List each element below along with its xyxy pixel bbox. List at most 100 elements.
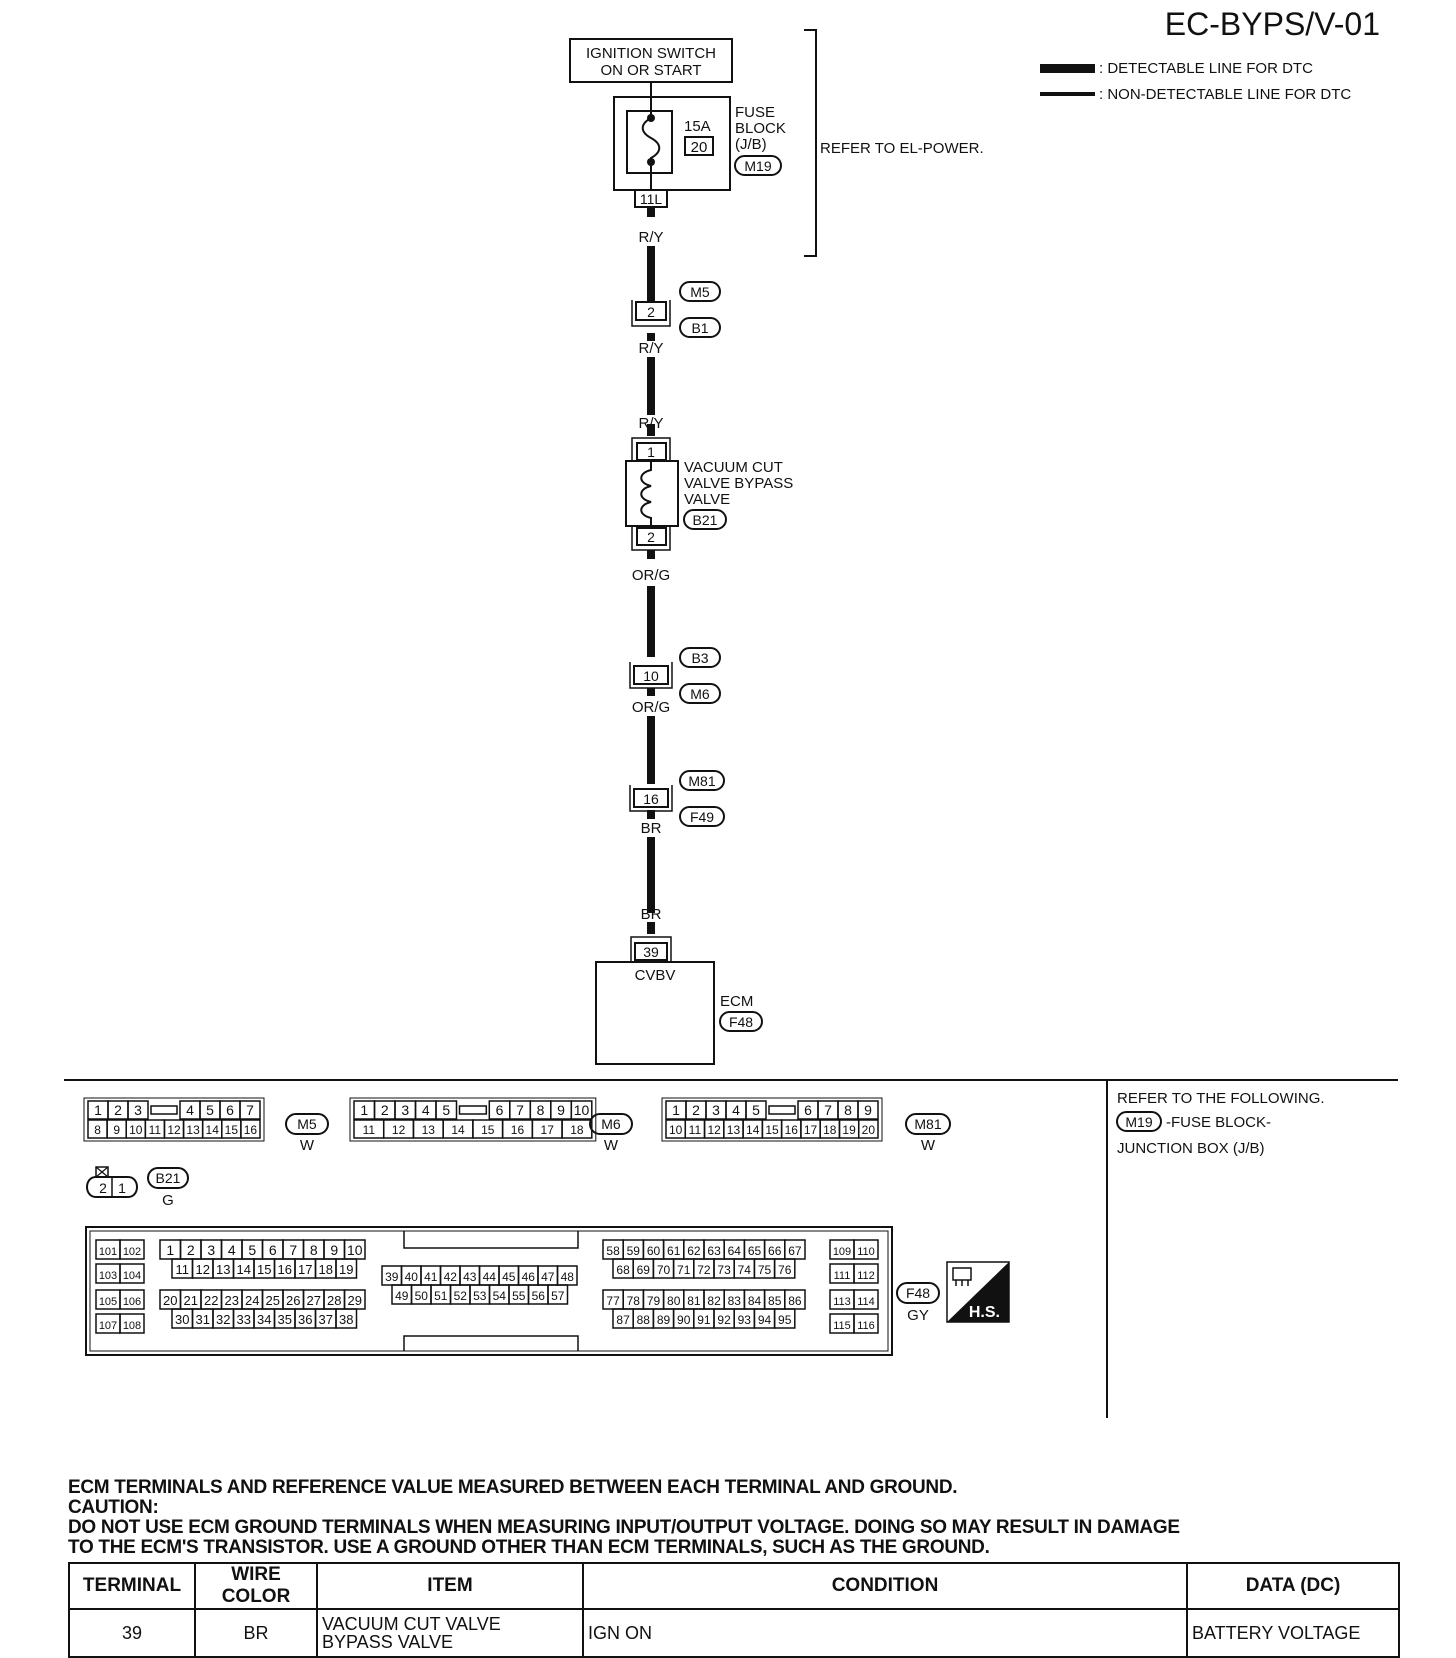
ecm-signal: CVBV (635, 967, 676, 984)
m5-frame (83, 1097, 265, 1142)
f48-b-pin-label: 50 (415, 1289, 429, 1303)
m5-pin-label: 1 (94, 1102, 102, 1118)
m81-pin-label: 7 (824, 1102, 832, 1118)
f48-c-pin-label: 81 (687, 1294, 701, 1308)
f48-c-pin-label: 79 (647, 1294, 661, 1308)
m81-key (768, 1105, 796, 1115)
f48-a-pin-cell (335, 1308, 358, 1329)
m81-pin-label: 6 (804, 1102, 812, 1118)
f48-a-pin-label: 30 (175, 1312, 189, 1327)
f48-b-pin-cell (547, 1284, 569, 1305)
refer-following-title: REFER TO THE FOLLOWING. (1117, 1090, 1325, 1107)
f48-a-pin-label: 16 (278, 1262, 292, 1277)
conn-m6-badge (679, 683, 721, 704)
f48-b-pin-label: 42 (444, 1270, 458, 1284)
conn-b1-badge (679, 317, 721, 338)
m81-pin-label: 13 (727, 1123, 741, 1137)
wire-org-1 (647, 550, 655, 559)
valve-terminal-out-box (636, 527, 667, 546)
f48-a-pin-label: 21 (184, 1293, 198, 1308)
f48-a-pin-label: 34 (257, 1312, 271, 1327)
face-f48-color: GY (907, 1307, 929, 1324)
m5-pin-label: 6 (226, 1102, 234, 1118)
f48-a-pin-label: 9 (330, 1242, 338, 1258)
wire-ry-1 (647, 207, 655, 217)
m5-pin-label: 13 (186, 1123, 200, 1137)
f48-a-pin-label: 12 (196, 1262, 210, 1277)
diagram-code: EC-BYPS/V-01 (1165, 6, 1380, 42)
valve-terminal-out: 2 (647, 529, 655, 545)
f48-c-pin-label: 59 (627, 1244, 641, 1258)
cell-terminal: 39 (68, 1608, 196, 1658)
hs-triangle (947, 1262, 1009, 1322)
f48-c-pin-label: 76 (778, 1263, 792, 1277)
fuse-block-label-1: FUSE (735, 104, 775, 121)
m6-pin-label: 4 (422, 1102, 430, 1118)
ecm-terminal-box (634, 942, 668, 961)
ecm-notes: ECM TERMINALS AND REFERENCE VALUE MEASUR… (68, 1478, 1388, 1558)
joint-m5-b1-shell (631, 300, 671, 327)
m6-pin-label: 7 (516, 1102, 524, 1118)
cell-condition: IGN ON (582, 1608, 1188, 1658)
m5-pin-label: 12 (167, 1123, 181, 1137)
legend-detectable-label: : DETECTABLE LINE FOR DTC (1099, 60, 1313, 77)
m81-pin-label: 5 (752, 1102, 760, 1118)
hs-label: H.S. (969, 1304, 1000, 1321)
refer-m19: M19 (1125, 1114, 1152, 1130)
m5-pin-label: 10 (129, 1123, 143, 1137)
f48-c-pin-label: 95 (778, 1313, 792, 1327)
f48-a-pin-label: 3 (207, 1242, 215, 1258)
wire-color-2: R/Y (638, 340, 663, 357)
f48-right-pin-label: 114 (857, 1296, 875, 1308)
f48-a-pin-label: 8 (310, 1242, 318, 1258)
f48-c-pin-label: 77 (606, 1294, 620, 1308)
wire-org-4 (647, 716, 655, 784)
joint-b3-m6-shell (629, 662, 673, 689)
joint-m81-f49-box (633, 788, 669, 808)
face-b21-badge (147, 1167, 189, 1189)
table-header-row: TERMINAL WIRE COLOR ITEM CONDITION DATA … (68, 1562, 1400, 1610)
f48-a-pin-label: 18 (319, 1262, 333, 1277)
m81-pin-label: 18 (823, 1123, 837, 1137)
conn-b3-badge (679, 647, 721, 668)
m6-pin-label: 16 (511, 1123, 525, 1137)
m81-pin-label: 2 (692, 1102, 700, 1118)
joint-m81-f49-shell (629, 785, 673, 812)
m81-pin-label: 1 (672, 1102, 680, 1118)
m6-pin-label: 8 (537, 1102, 545, 1118)
f48-b-pin-label: 48 (561, 1270, 575, 1284)
fuse-dot-top (647, 114, 655, 122)
f48-a-pin-label: 35 (278, 1312, 292, 1327)
ignition-switch-state: ON OR START (600, 62, 701, 79)
f48-a-pin-label: 25 (266, 1293, 280, 1308)
conn-f49: F49 (690, 809, 714, 825)
fuse-block-box (613, 96, 731, 191)
legend: : DETECTABLE LINE FOR DTC : NON-DETECTAB… (1040, 60, 1351, 103)
f48-left-pin-cell (119, 1289, 145, 1310)
conn-m81: M81 (688, 773, 715, 789)
conn-m19: M19 (744, 158, 771, 174)
f48-b-pin-label: 41 (424, 1270, 438, 1284)
f48-c-pin-cell (773, 1308, 796, 1329)
notes-line-4: TO THE ECM'S TRANSISTOR. USE A GROUND OT… (68, 1537, 990, 1558)
face-m81-badge (905, 1113, 951, 1135)
m81-pin-label: 12 (708, 1123, 722, 1137)
wire-color-5: OR/G (632, 699, 670, 716)
m81-pin-label: 11 (689, 1123, 702, 1137)
refer-m19-badge (1116, 1111, 1162, 1132)
m81-pin-cell (857, 1119, 879, 1139)
f48-left-pin-label: 102 (123, 1246, 141, 1258)
m81-pin-cell (745, 1100, 767, 1120)
m6-frame (349, 1097, 597, 1142)
conn-m5-badge (679, 281, 721, 302)
face-m6-badge (589, 1113, 633, 1135)
m6-pin-label: 13 (422, 1123, 436, 1137)
face-m5-color: W (300, 1137, 315, 1154)
header-data: DATA (DC) (1186, 1562, 1400, 1610)
f48-a-pin-label: 11 (176, 1262, 190, 1277)
f48-right-pin-cell (853, 1289, 879, 1310)
f48-a-pin-label: 26 (286, 1293, 300, 1308)
f48-inner-shell (89, 1230, 889, 1352)
f48-a-pin-label: 28 (327, 1293, 341, 1308)
